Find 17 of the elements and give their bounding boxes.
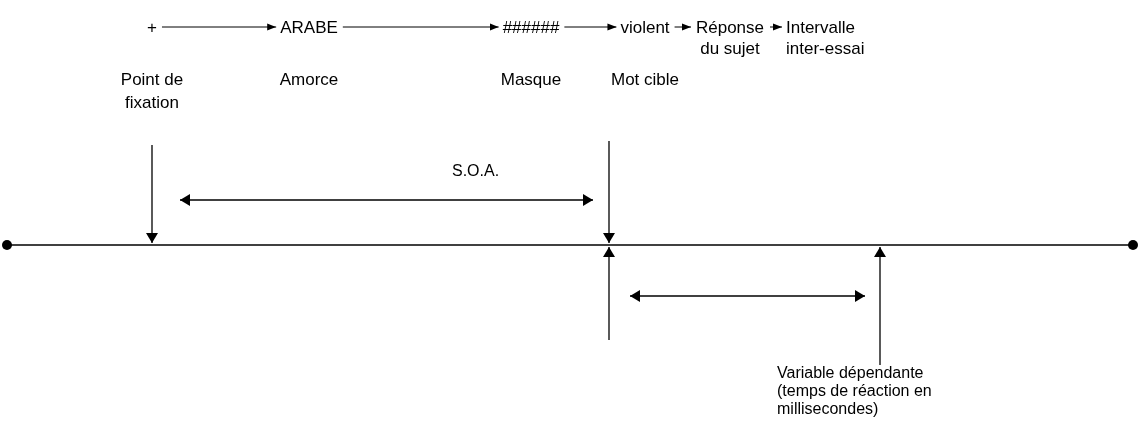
step-caption: Masque [499, 69, 563, 91]
step-text: ARABE [280, 17, 338, 38]
step-text: + [147, 17, 157, 38]
step-caption: Mot cible [610, 69, 680, 91]
arrow [161, 23, 277, 31]
step-caption: Point de fixation [119, 69, 185, 114]
arrow [674, 23, 692, 31]
step-text: violent [620, 17, 670, 38]
step-text: Réponse du sujet [695, 17, 765, 59]
interval-label: S.O.A. [452, 162, 501, 180]
note-text: Variable dépendante (temps de réaction en millisecondes) [777, 364, 933, 418]
step-text: ###### [502, 17, 560, 38]
arrow [563, 23, 617, 31]
arrow [769, 23, 783, 31]
step-text: Intervalle inter-essai [786, 17, 866, 59]
step-caption: Amorce [278, 69, 340, 91]
arrow [342, 23, 500, 31]
